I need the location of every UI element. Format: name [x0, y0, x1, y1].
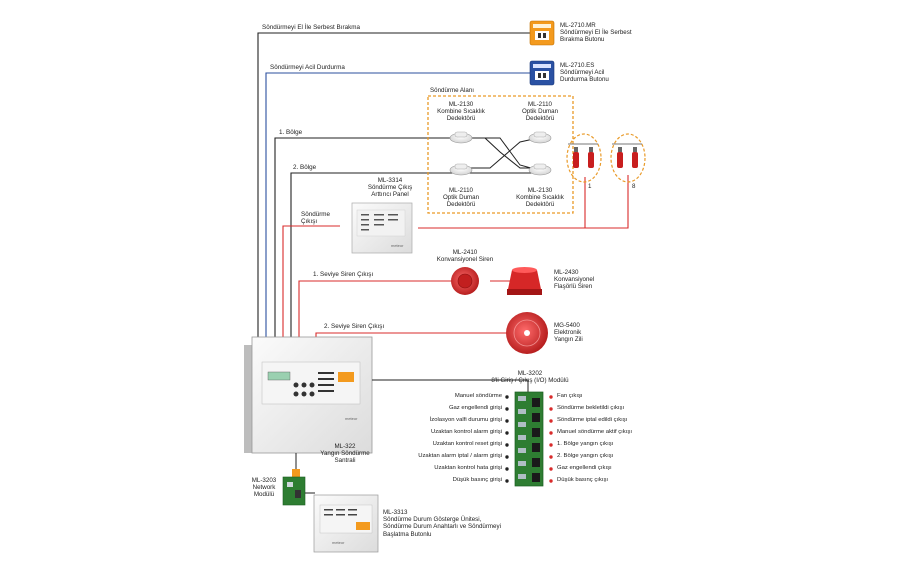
release-button-icon — [529, 20, 555, 46]
network-module-icon — [282, 453, 306, 506]
cylinder-group-8 — [610, 133, 646, 183]
io-output-8: Düşük basınç çıkışı — [557, 477, 609, 483]
io-input-5: Uzaktan kontrol reset girişi — [432, 441, 502, 447]
cylinder-label-1: 1 — [588, 183, 592, 190]
io-output-2: Söndürme bekletildi çıkışı — [557, 405, 625, 411]
panel-brand: meteor — [345, 416, 358, 421]
status-brand: meteor — [332, 540, 345, 545]
release-wire-label: Söndürmeyi El İle Serbest Bırakma — [262, 24, 360, 31]
io-output-5: 1. Bölge yangın çıkışı — [557, 441, 614, 447]
detector-tl — [449, 131, 473, 144]
status-unit-icon: meteor — [305, 492, 379, 553]
io-input-7: Uzaktan kontrol hata girişi — [434, 465, 502, 471]
zone1-wire — [274, 137, 538, 345]
siren-icon — [451, 267, 479, 295]
detector-wiring — [465, 137, 539, 171]
suppression-area — [427, 95, 574, 214]
io-module-icon — [372, 379, 544, 487]
siren1-wire-label: 1. Seviye Siren Çıkışı — [313, 271, 374, 278]
cylinder-group-1 — [566, 133, 602, 183]
zone2-wire-label: 2. Bölge — [293, 164, 317, 171]
io-input-6: Uzaktan alarm iptal / alarm girişi — [418, 453, 502, 459]
io-output-3: Söndürme iptal edildi çıkışı — [557, 417, 628, 423]
suppression-area-title: Söndürme Alanı — [430, 87, 475, 94]
zone1-wire-label: 1. Bölge — [279, 129, 303, 136]
flasher-siren-icon — [507, 267, 542, 295]
release-out-wire-2 — [418, 175, 629, 229]
io-output-4: Manuel söndürme aktif çıkışı — [557, 429, 632, 435]
io-output-bullets — [549, 395, 553, 483]
io-output-7: Gaz engellendi çıkışı — [557, 465, 612, 471]
abort-button-icon — [529, 60, 555, 86]
release-out-wire — [282, 225, 340, 345]
detector-bl — [449, 163, 473, 176]
io-output-1: Fan çıkışı — [557, 393, 583, 399]
backbone-wires — [257, 32, 629, 345]
abort-wire — [265, 72, 530, 345]
repeater-brand: meteor — [391, 243, 404, 248]
abort-wire-label: Söndürmeyi Acil Durdurma — [270, 64, 345, 71]
repeater-panel-icon: meteor — [351, 202, 413, 254]
io-input-2: Gaz engellendi girişi — [448, 405, 502, 411]
io-input-3: İzolasyon valfi durumu girişi — [429, 417, 502, 423]
main-panel-icon: meteor — [244, 336, 373, 454]
io-input-bullets — [505, 395, 509, 483]
release-wire — [257, 32, 530, 345]
io-input-8: Düşük basınç girişi — [452, 477, 502, 483]
detector-br — [528, 163, 552, 176]
io-input-1: Manuel söndürme — [454, 393, 502, 399]
cylinder-label-8: 8 — [632, 183, 636, 190]
siren1-wire — [298, 280, 454, 345]
bell-icon — [506, 312, 548, 354]
io-output-6: 2. Bölge yangın çıkışı — [557, 453, 614, 459]
io-input-4: Uzaktan kontrol alarm girişi — [430, 429, 502, 435]
siren2-wire-label: 2. Seviye Siren Çıkışı — [324, 323, 385, 330]
detector-tr — [528, 131, 552, 144]
